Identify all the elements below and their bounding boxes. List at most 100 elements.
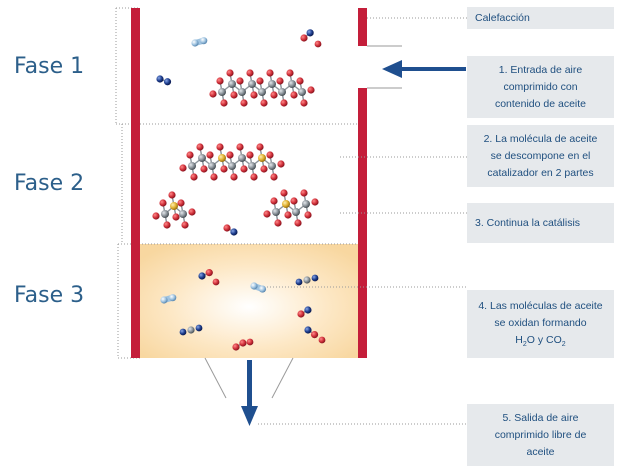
carbon-atom	[228, 162, 236, 170]
water-atom	[169, 294, 177, 302]
carbon-atom	[248, 162, 256, 170]
nitrogen-atom	[304, 326, 312, 334]
nitrogen-atom	[306, 29, 314, 37]
oxygen-atom	[220, 99, 228, 107]
oxygen-atom	[284, 211, 292, 219]
phase-1-label: Fase 1	[14, 54, 85, 79]
oxygen-atom	[239, 339, 247, 347]
oxygen-atom	[300, 189, 308, 197]
phase-3-label: Fase 3	[14, 283, 85, 308]
label-step-2-line-3: catalizador en 2 partes	[487, 166, 594, 179]
carbon-atom	[268, 162, 276, 170]
label-step-4-line-2: se oxidan formando	[494, 317, 587, 329]
oxygen-atom	[280, 189, 288, 197]
formula-h-subscript: 2	[522, 341, 527, 348]
oxygen-atom	[223, 224, 231, 232]
label-step-1-line-3: contenido de aceite	[494, 97, 587, 110]
phase-separators	[115, 7, 358, 359]
label-step-3: 3. Continua la catálisis	[467, 203, 614, 243]
carbon-atom	[272, 208, 280, 216]
oxygen-atom	[250, 91, 258, 99]
oxygen-atom	[220, 165, 228, 173]
oxygen-atom	[290, 197, 298, 205]
label-step-5-line-1: 5. Salida de aire	[502, 411, 579, 424]
oxygen-atom	[263, 210, 271, 218]
oxygen-atom	[216, 77, 224, 85]
oxygen-atom	[205, 269, 213, 277]
label-step-2: 2. La molécula de aceite se descompone e…	[467, 125, 614, 187]
label-step-1: 1. Entrada de aire comprimido con conten…	[467, 56, 614, 118]
oxygen-atom	[276, 77, 284, 85]
oxygen-atom	[270, 173, 278, 181]
oxygen-atom	[311, 198, 319, 206]
label-step-4-line-1: 4. Las moléculas de aceite	[478, 300, 603, 312]
oxygen-atom	[216, 143, 224, 151]
oxygen-atom	[246, 338, 254, 346]
carbon-atom	[292, 208, 300, 216]
oxygen-atom	[210, 173, 218, 181]
formula-h: H	[515, 334, 523, 346]
formula-co-subscript: 2	[561, 341, 566, 348]
oxygen-atom	[280, 99, 288, 107]
oxygen-atom	[200, 165, 208, 173]
label-heating: Calefacción	[467, 7, 614, 29]
oxygen-atom	[168, 191, 176, 199]
label-step-5-line-2: comprimido libre de	[494, 428, 587, 441]
carbon-atom	[188, 162, 196, 170]
oxygen-atom	[290, 91, 298, 99]
nitrogen-atom	[295, 278, 303, 286]
oxygen-atom	[256, 143, 264, 151]
oxygen-atom	[230, 173, 238, 181]
oxygen-atom	[250, 173, 258, 181]
formula-mid: O y CO	[526, 334, 562, 346]
sulfur-atom	[218, 154, 226, 162]
label-step-2-line-1: 2. La molécula de aceite	[483, 132, 598, 145]
water-atom	[191, 39, 199, 47]
oxygen-atom	[236, 77, 244, 85]
oxygen-atom	[196, 143, 204, 151]
carbon-atom	[198, 154, 206, 162]
label-step-5: 5. Salida de aire comprimido libre de ac…	[467, 404, 614, 466]
nitrogen-atom	[179, 328, 187, 336]
oxygen-atom	[300, 34, 308, 42]
oxygen-atom	[240, 99, 248, 107]
carbon-atom	[238, 88, 246, 96]
sulfur-atom	[282, 200, 290, 208]
chamber-outline	[204, 45, 402, 399]
oxygen-atom	[314, 40, 322, 48]
oxygen-atom	[297, 310, 305, 318]
oxygen-atom	[266, 151, 274, 159]
carbon-atom	[218, 88, 226, 96]
nitrogen-atom	[198, 272, 206, 280]
oxygen-atom	[159, 199, 167, 207]
phase-2-label: Fase 2	[14, 171, 85, 196]
nitrogen-atom	[156, 75, 164, 83]
oxygen-atom	[300, 99, 308, 107]
oxygen-atom	[256, 77, 264, 85]
water-atom	[258, 285, 267, 293]
oxygen-atom	[310, 330, 319, 339]
oxygen-atom	[270, 197, 278, 205]
oxygen-atom	[318, 336, 326, 344]
oxygen-atom	[152, 212, 160, 220]
oxygen-atom	[296, 77, 304, 85]
water-atom	[250, 282, 258, 290]
carbon-atom	[248, 80, 256, 88]
oxygen-atom	[246, 69, 254, 77]
carbon-atom	[268, 80, 276, 88]
carbon-atom	[161, 210, 169, 218]
label-step-4-formula: H2O y CO2	[471, 332, 610, 350]
sulfur-atom	[170, 202, 178, 210]
heater-right-bottom	[358, 88, 367, 358]
heater-left	[131, 8, 140, 358]
oxygen-atom	[260, 99, 268, 107]
nitrogen-atom	[304, 306, 312, 314]
label-step-4: 4. Las moléculas de aceite se oxidan for…	[467, 290, 614, 358]
oxygen-atom	[172, 213, 180, 221]
oxygen-atom	[179, 164, 187, 172]
oxygen-atom	[177, 199, 185, 207]
label-step-1-line-2: comprimido con	[503, 80, 578, 93]
oxygen-atom	[226, 69, 234, 77]
carbon-atom	[238, 154, 246, 162]
